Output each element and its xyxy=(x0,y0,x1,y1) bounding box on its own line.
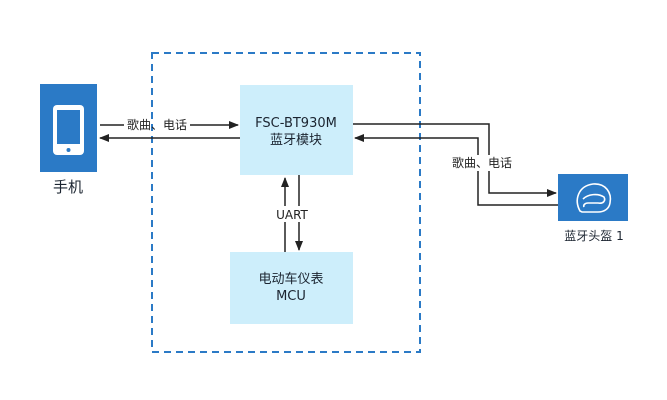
helmet-label: 蓝牙头盔 1 xyxy=(564,228,623,243)
helmet-box xyxy=(558,174,628,221)
phone-label: 手机 xyxy=(53,178,83,196)
phone-bt-link-label: 歌曲、电话 xyxy=(127,117,187,132)
phone-node: 手机 xyxy=(40,84,97,196)
bt-helmet-link-label: 歌曲、电话 xyxy=(452,155,512,170)
device-boundary xyxy=(151,52,421,353)
arrow-helmet-to-bt xyxy=(354,134,558,206)
mcu-desc: MCU xyxy=(276,289,306,304)
mcu-box xyxy=(230,252,353,324)
mcu-name: 电动车仪表 xyxy=(258,271,323,287)
helmet-icon xyxy=(576,183,612,213)
bt-module-desc: 蓝牙模块 xyxy=(270,133,322,148)
smartphone-icon xyxy=(53,105,84,155)
bt-module-node: FSC-BT930M 蓝牙模块 xyxy=(240,85,353,175)
bt-module-box xyxy=(240,85,353,175)
mcu-node: 电动车仪表 MCU xyxy=(230,252,353,324)
uart-label: UART xyxy=(276,208,308,222)
bt-module-name: FSC-BT930M xyxy=(255,116,337,131)
helmet-node: 蓝牙头盔 1 xyxy=(558,174,628,243)
